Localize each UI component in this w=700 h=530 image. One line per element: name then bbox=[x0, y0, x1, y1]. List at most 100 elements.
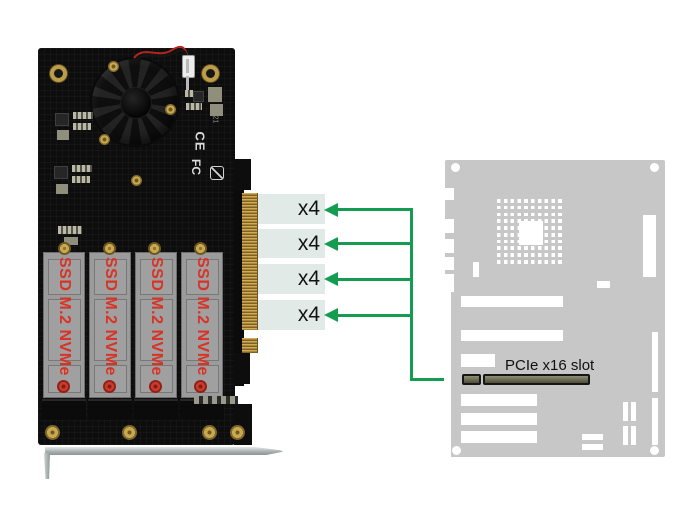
fan-screw bbox=[108, 61, 119, 72]
slot-cutout bbox=[597, 281, 610, 288]
arrow-trunk-line bbox=[410, 208, 413, 381]
pcb-edge-tab bbox=[234, 159, 251, 190]
pcb-screw bbox=[230, 425, 245, 440]
slot-cutout bbox=[461, 413, 537, 425]
io-notch bbox=[444, 239, 454, 253]
port-cutout bbox=[631, 426, 636, 445]
smd-component bbox=[57, 130, 69, 140]
ssd-fixing-screw bbox=[149, 380, 162, 393]
io-notch bbox=[444, 274, 454, 292]
smd-component bbox=[185, 90, 193, 97]
card-mounting-hole bbox=[202, 65, 219, 82]
arrow-left-icon bbox=[324, 203, 338, 217]
slot-cutout bbox=[652, 398, 658, 445]
ram-slot-cutout bbox=[643, 215, 656, 277]
pcb-screw bbox=[45, 425, 60, 440]
port-cutout bbox=[631, 402, 636, 421]
pcb-screw bbox=[122, 425, 137, 440]
fan-screw bbox=[131, 175, 142, 186]
smd-component bbox=[58, 226, 82, 234]
lane-label: x4 bbox=[297, 303, 320, 326]
smd-component bbox=[73, 123, 91, 130]
slot-cutout bbox=[461, 296, 563, 307]
slot-cutout bbox=[461, 354, 495, 367]
ssd-label: SSD M.2 NVMe bbox=[102, 257, 119, 376]
motherboard-silhouette bbox=[445, 160, 665, 457]
m2-socket bbox=[42, 399, 86, 420]
pcie-slot-label: PCIe x16 slot bbox=[505, 357, 595, 374]
standoff-screw bbox=[194, 242, 207, 255]
smd-component-row bbox=[194, 396, 238, 404]
mb-mounting-hole bbox=[451, 163, 460, 172]
date-code: 1821 bbox=[211, 107, 219, 124]
ssd-module-1: SSD M.2 NVMe bbox=[43, 252, 85, 398]
ssd-chip-outline bbox=[48, 299, 81, 361]
ssd-chip-outline bbox=[94, 299, 127, 361]
m2-socket bbox=[134, 399, 178, 420]
ssd-chip-outline bbox=[94, 259, 127, 295]
ssd-fixing-screw bbox=[194, 380, 207, 393]
edge-connector-short-fingers bbox=[242, 338, 258, 353]
ssd-label: SSD M.2 NVMe bbox=[148, 257, 165, 376]
ce-mark: CE bbox=[192, 131, 208, 152]
ssd-chip-outline bbox=[186, 299, 219, 361]
io-notch bbox=[444, 257, 454, 270]
mb-mounting-hole bbox=[650, 446, 659, 455]
slot-cutout bbox=[461, 330, 563, 341]
ssd-module-3: SSD M.2 NVMe bbox=[135, 252, 177, 398]
smd-component bbox=[72, 165, 92, 172]
arrow-left-icon bbox=[324, 237, 338, 251]
smd-component bbox=[186, 103, 202, 110]
smd-component bbox=[54, 166, 68, 179]
ssd-fixing-screw bbox=[103, 380, 116, 393]
smd-component bbox=[72, 176, 90, 183]
pcb-protrusion bbox=[234, 353, 250, 384]
arrow-line bbox=[336, 278, 413, 281]
lane-box-4: x4 bbox=[258, 300, 325, 330]
pcie-x16-slot-segment bbox=[462, 374, 481, 385]
standoff-screw bbox=[58, 242, 71, 255]
lane-box-2: x4 bbox=[258, 229, 325, 258]
ssd-chip-outline bbox=[140, 299, 173, 361]
smd-component bbox=[193, 91, 204, 102]
ssd-fixing-screw bbox=[57, 380, 70, 393]
slot-bracket-leg bbox=[44, 453, 50, 479]
arrow-line bbox=[336, 208, 413, 211]
edge-connector-x16-fingers bbox=[242, 193, 258, 330]
ssd-label: SSD M.2 NVMe bbox=[194, 257, 211, 376]
ssd-chip-outline bbox=[186, 365, 219, 393]
slot-cutout bbox=[461, 431, 537, 443]
edge-indent bbox=[444, 291, 451, 458]
edge-connector-base bbox=[234, 190, 244, 386]
ssd-chip-outline bbox=[186, 259, 219, 295]
slot-cutout bbox=[461, 394, 537, 406]
ssd-chip-outline bbox=[48, 259, 81, 295]
arrow-line bbox=[336, 242, 413, 245]
standoff-screw bbox=[148, 242, 161, 255]
cpu-socket-center bbox=[519, 221, 543, 245]
smd-component bbox=[64, 237, 78, 245]
ssd-chip-outline bbox=[140, 259, 173, 295]
smd-component bbox=[55, 113, 69, 126]
arrow-line bbox=[336, 314, 413, 317]
ssd-module-2: SSD M.2 NVMe bbox=[89, 252, 131, 398]
fan-screw bbox=[165, 104, 176, 115]
slot-bracket bbox=[45, 447, 283, 455]
fan-hub bbox=[120, 87, 152, 119]
lane-label: x4 bbox=[297, 197, 320, 220]
port-cutout bbox=[582, 434, 603, 440]
io-notch bbox=[444, 188, 454, 200]
standoff-screw bbox=[103, 242, 116, 255]
smd-component bbox=[56, 184, 68, 194]
fcc-mark: FC bbox=[189, 159, 203, 175]
slot-connector-line bbox=[410, 378, 462, 381]
port-cutout bbox=[623, 426, 628, 445]
fan-power-connector bbox=[182, 55, 195, 90]
arrow-left-icon bbox=[324, 272, 338, 286]
slot-cutout bbox=[652, 332, 658, 392]
pcb-screw bbox=[202, 425, 217, 440]
m2-socket bbox=[88, 399, 132, 420]
lane-label: x4 bbox=[297, 267, 320, 290]
lane-box-1: x4 bbox=[258, 194, 325, 224]
smd-component bbox=[208, 87, 222, 102]
